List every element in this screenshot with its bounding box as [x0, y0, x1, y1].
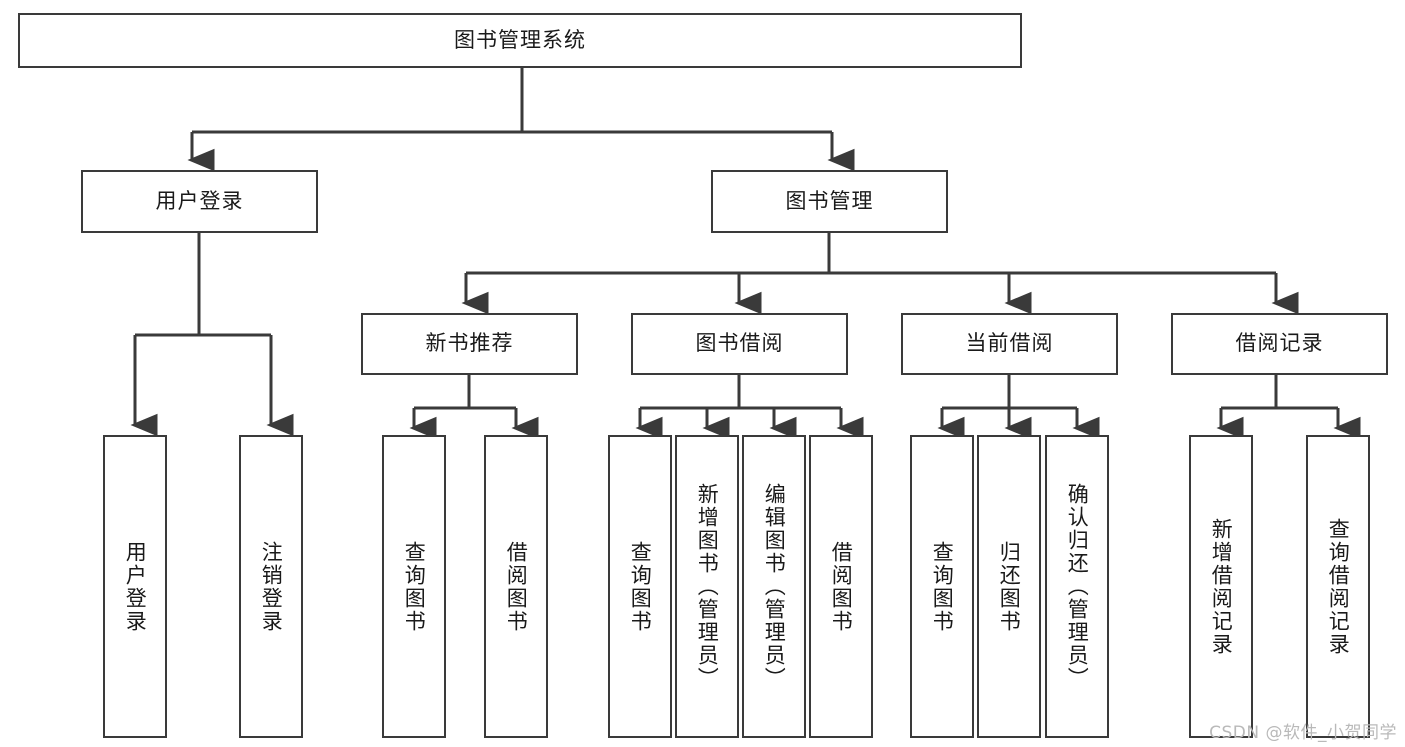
node-label: 借阅记录: [1235, 331, 1324, 356]
node-new-book-recommend[interactable]: 新书推荐: [361, 313, 578, 375]
node-label: 借阅图书: [504, 540, 529, 633]
leaf-borrow-record-add[interactable]: 新增借阅记录: [1189, 435, 1253, 738]
leaf-current-borrow-confirm-return[interactable]: 确认归还（管理员）: [1045, 435, 1109, 738]
leaf-book-borrow-add[interactable]: 新增图书（管理员）: [675, 435, 739, 738]
leaf-new-book-borrow[interactable]: 借阅图书: [484, 435, 548, 738]
node-label: 用户登录: [155, 188, 244, 213]
leaf-borrow-record-query[interactable]: 查询借阅记录: [1306, 435, 1370, 738]
node-label: 图书借阅: [695, 331, 784, 356]
node-label: 新增图书（管理员）: [695, 483, 720, 690]
leaf-book-borrow-query[interactable]: 查询图书: [608, 435, 672, 738]
node-label: 用户登录: [123, 540, 148, 633]
node-label: 当前借阅: [965, 331, 1054, 356]
leaf-user-login-login[interactable]: 用户登录: [103, 435, 167, 738]
node-label: 查询借阅记录: [1326, 517, 1351, 656]
node-label: 图书管理系统: [454, 27, 586, 52]
csdn-watermark: CSDN @软件_小贺同学: [1209, 723, 1397, 743]
node-label: 查询图书: [930, 540, 955, 633]
node-label: 新书推荐: [425, 331, 514, 356]
leaf-current-borrow-query[interactable]: 查询图书: [910, 435, 974, 738]
node-label: 注销登录: [259, 540, 284, 633]
node-borrow-record[interactable]: 借阅记录: [1171, 313, 1388, 375]
node-book-borrow[interactable]: 图书借阅: [631, 313, 848, 375]
node-label: 查询图书: [402, 540, 427, 633]
node-label: 借阅图书: [829, 540, 854, 633]
leaf-user-login-logout[interactable]: 注销登录: [239, 435, 303, 738]
node-user-login[interactable]: 用户登录: [81, 170, 318, 233]
node-label: 确认归还（管理员）: [1065, 483, 1090, 690]
node-book-management[interactable]: 图书管理: [711, 170, 948, 233]
node-label: 图书管理: [785, 188, 874, 213]
leaf-book-borrow-edit[interactable]: 编辑图书（管理员）: [742, 435, 806, 738]
node-current-borrow[interactable]: 当前借阅: [901, 313, 1118, 375]
node-root-system[interactable]: 图书管理系统: [18, 13, 1022, 68]
node-label: 新增借阅记录: [1209, 517, 1234, 656]
node-label: 归还图书: [997, 540, 1022, 633]
leaf-new-book-query[interactable]: 查询图书: [382, 435, 446, 738]
leaf-current-borrow-return[interactable]: 归还图书: [977, 435, 1041, 738]
leaf-book-borrow-borrow[interactable]: 借阅图书: [809, 435, 873, 738]
node-label: 查询图书: [628, 540, 653, 633]
node-label: 编辑图书（管理员）: [762, 483, 787, 690]
